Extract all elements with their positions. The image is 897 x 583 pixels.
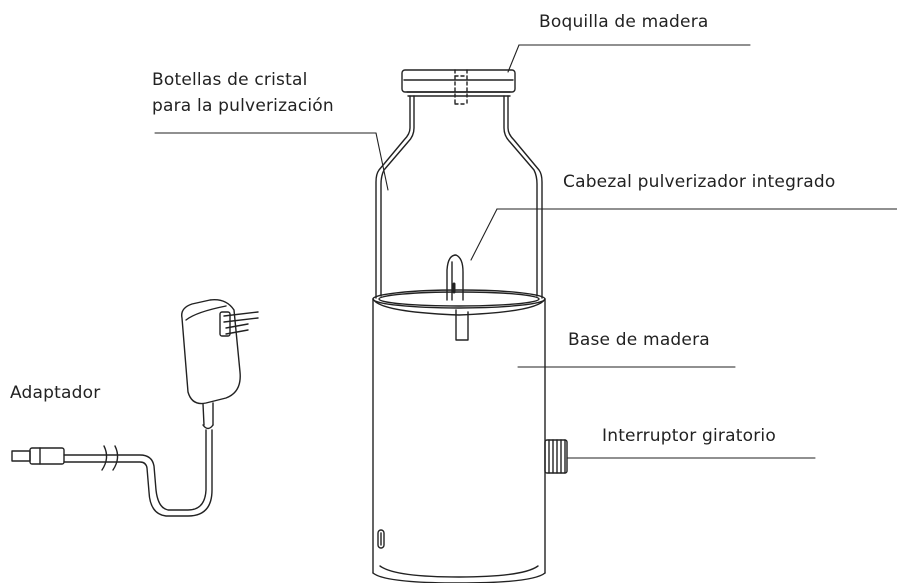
label-bottle-line2: para la pulverización <box>152 96 334 116</box>
leader-lines <box>154 44 897 459</box>
rotary-switch <box>544 439 568 474</box>
label-adapter: Adaptador <box>10 383 101 403</box>
glass-bottle <box>375 95 543 299</box>
power-adapter <box>11 299 259 517</box>
wooden-mouthpiece <box>401 69 516 105</box>
label-mouthpiece: Boquilla de madera <box>539 12 709 32</box>
label-base: Base de madera <box>568 330 710 350</box>
label-switch: Interruptor giratorio <box>602 426 776 446</box>
label-bottle-line1: Botellas de cristal <box>152 70 308 90</box>
label-spray-head: Cabezal pulverizador integrado <box>563 172 836 192</box>
wooden-base <box>372 289 546 583</box>
spray-head <box>446 254 469 341</box>
